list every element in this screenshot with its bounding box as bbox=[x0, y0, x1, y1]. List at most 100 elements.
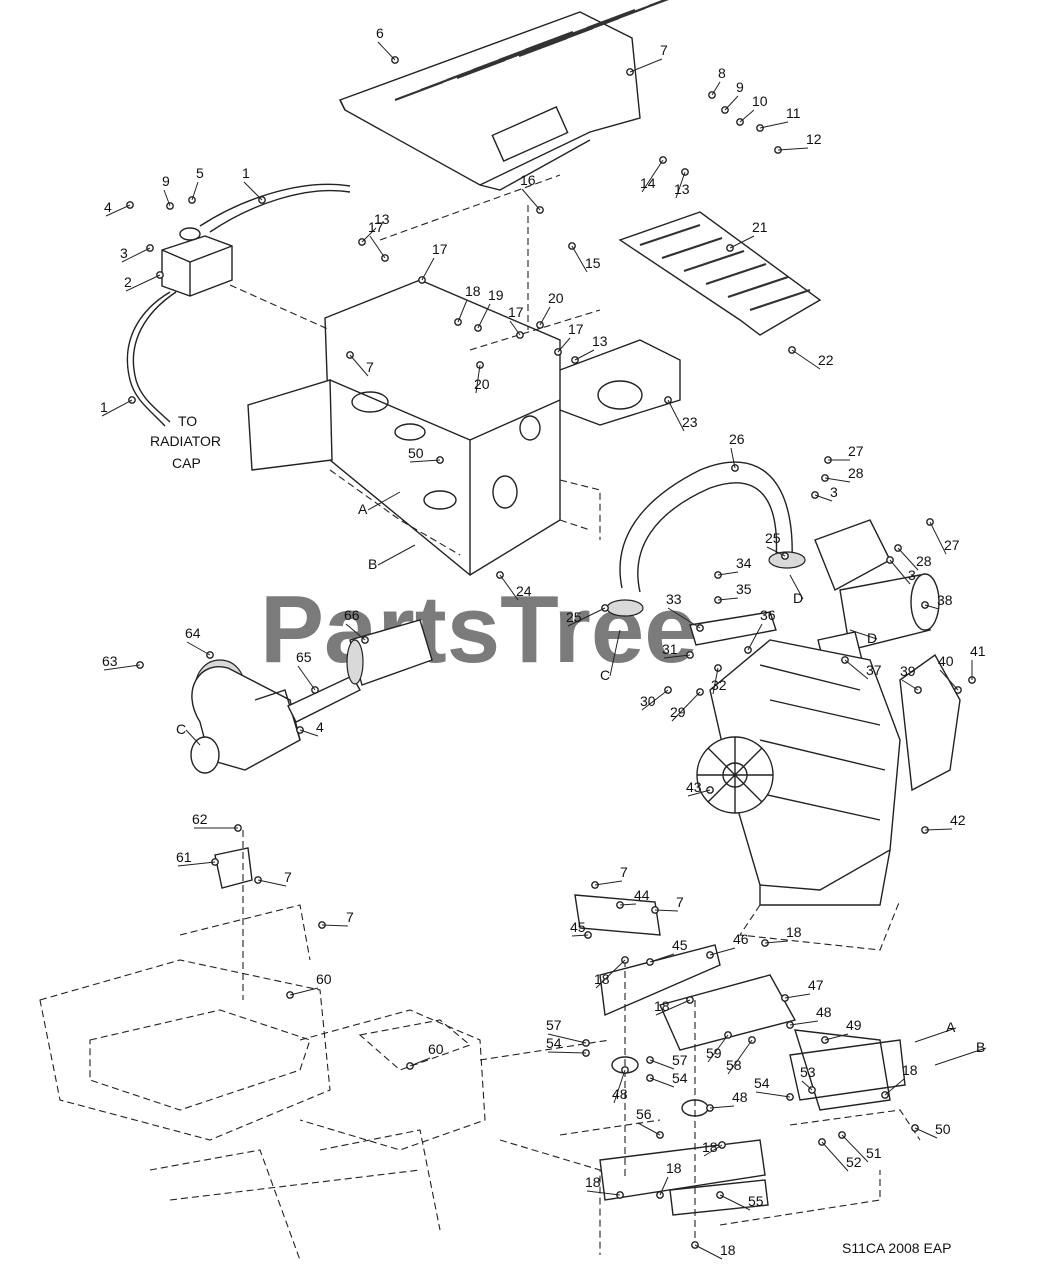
callout-31: 31 bbox=[662, 641, 678, 657]
callout-15: 15 bbox=[585, 255, 601, 271]
callout-52: 52 bbox=[846, 1154, 862, 1170]
leader-3 bbox=[889, 559, 911, 585]
leader-48 bbox=[709, 1105, 735, 1109]
callout-letter-D: D bbox=[793, 590, 803, 606]
callout-54: 54 bbox=[672, 1070, 688, 1086]
leader-7 bbox=[654, 909, 679, 912]
callout-18: 18 bbox=[666, 1160, 682, 1176]
leader-45 bbox=[649, 953, 675, 963]
leader-11 bbox=[759, 121, 789, 129]
callout-27: 27 bbox=[848, 443, 864, 459]
callout-64: 64 bbox=[185, 625, 201, 641]
leader-21 bbox=[729, 235, 755, 249]
callout-4: 4 bbox=[104, 199, 112, 215]
callout-18: 18 bbox=[702, 1139, 718, 1155]
leader-49 bbox=[824, 1033, 849, 1041]
leader-17 bbox=[421, 257, 435, 281]
callout-6: 6 bbox=[376, 25, 384, 41]
leader-37 bbox=[844, 659, 869, 680]
leader-50 bbox=[409, 459, 441, 463]
callout-25: 25 bbox=[765, 530, 781, 546]
leader-17 bbox=[557, 337, 571, 353]
callout-18: 18 bbox=[585, 1174, 601, 1190]
callout-34: 34 bbox=[736, 555, 752, 571]
leader-1 bbox=[243, 181, 263, 201]
leader-66 bbox=[345, 623, 366, 641]
leader-45 bbox=[571, 934, 589, 937]
callout-labels: 1123334456777777891011121313131415169171… bbox=[100, 25, 986, 1258]
leader-29 bbox=[671, 691, 701, 722]
callout-65: 65 bbox=[296, 649, 312, 665]
leader-57 bbox=[547, 1033, 587, 1044]
leader-3 bbox=[121, 247, 151, 263]
leader-18 bbox=[655, 999, 691, 1016]
callout-45: 45 bbox=[570, 919, 586, 935]
callout-23: 23 bbox=[682, 414, 698, 430]
callout-43: 43 bbox=[686, 779, 702, 795]
callout-letter-B: B bbox=[368, 556, 377, 572]
callout-letter-D: D bbox=[867, 630, 877, 646]
leader-13 bbox=[675, 171, 686, 199]
leader-56 bbox=[637, 1122, 661, 1136]
leader-letter-C bbox=[609, 629, 621, 677]
leader-lines bbox=[101, 41, 987, 1260]
callout-48: 48 bbox=[612, 1086, 628, 1102]
callout-14: 14 bbox=[640, 175, 656, 191]
callout-48: 48 bbox=[816, 1004, 832, 1020]
leader-18 bbox=[884, 1078, 905, 1096]
leader-51 bbox=[841, 1134, 869, 1163]
callout-25: 25 bbox=[566, 609, 582, 625]
callout-18: 18 bbox=[902, 1062, 918, 1078]
callout-8: 8 bbox=[718, 65, 726, 81]
callout-36: 36 bbox=[760, 607, 776, 623]
leader-33 bbox=[667, 607, 701, 629]
leader-17 bbox=[369, 235, 386, 259]
callout-1: 1 bbox=[242, 165, 250, 181]
leader-7 bbox=[594, 880, 623, 886]
leader-letter-B bbox=[934, 1047, 987, 1066]
callout-17: 17 bbox=[508, 304, 524, 320]
leader-46 bbox=[709, 947, 736, 956]
leader-9 bbox=[724, 95, 739, 111]
leader-5 bbox=[191, 181, 199, 201]
callout-37: 37 bbox=[866, 662, 882, 678]
leader-1 bbox=[101, 399, 133, 417]
callout-17: 17 bbox=[568, 321, 584, 337]
callout-18: 18 bbox=[465, 283, 481, 299]
leader-25 bbox=[766, 546, 786, 557]
leader-61 bbox=[177, 861, 216, 867]
callout-3: 3 bbox=[120, 245, 128, 261]
leader-6 bbox=[377, 41, 396, 61]
callout-35: 35 bbox=[736, 581, 752, 597]
leader-44 bbox=[619, 903, 637, 906]
leader-letter-C bbox=[185, 729, 201, 746]
callout-41: 41 bbox=[970, 643, 986, 659]
callout-4: 4 bbox=[316, 719, 324, 735]
leader-2 bbox=[125, 274, 161, 292]
callout-22: 22 bbox=[818, 352, 834, 368]
callout-20: 20 bbox=[474, 376, 490, 392]
callout-21: 21 bbox=[752, 219, 768, 235]
callout-19: 19 bbox=[488, 287, 504, 303]
callout-27: 27 bbox=[944, 537, 960, 553]
callout-45: 45 bbox=[672, 937, 688, 953]
callout-40: 40 bbox=[938, 653, 954, 669]
leader-18 bbox=[694, 1244, 723, 1260]
leader-letter-A bbox=[367, 491, 401, 511]
leader-10 bbox=[739, 109, 755, 123]
callout-59: 59 bbox=[706, 1045, 722, 1061]
leader-24 bbox=[499, 574, 519, 601]
leader-7 bbox=[257, 879, 287, 887]
leader-60 bbox=[289, 987, 319, 996]
leader-18 bbox=[595, 959, 626, 989]
callout-13: 13 bbox=[374, 211, 390, 227]
leader-18 bbox=[703, 1144, 723, 1157]
callout-letter-C: C bbox=[600, 667, 610, 683]
leader-50 bbox=[914, 1127, 938, 1139]
callout-16: 16 bbox=[520, 172, 536, 188]
callout-46: 46 bbox=[733, 931, 749, 947]
callout-58: 58 bbox=[726, 1057, 742, 1073]
leader-12 bbox=[777, 147, 809, 151]
callout-17: 17 bbox=[368, 219, 384, 235]
